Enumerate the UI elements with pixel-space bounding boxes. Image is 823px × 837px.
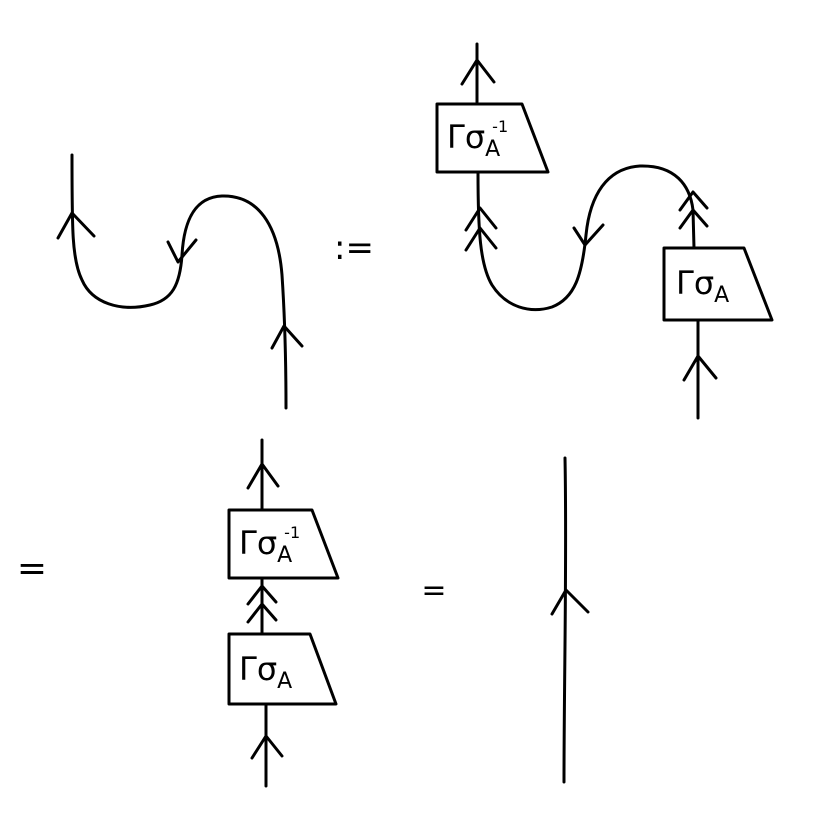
inverse-box: ΓσA-1 [227, 508, 340, 580]
gamma-symbol: Γ [239, 524, 257, 562]
equals-symbol: = [421, 573, 446, 608]
sigma-inverse-label: ΓσA-1 [447, 117, 508, 162]
definition-symbol: := [334, 228, 374, 268]
identity-strand [562, 456, 568, 784]
down-arrow-icon [166, 238, 198, 264]
up-arrow-icon [270, 324, 304, 350]
up-arrow-icon [56, 211, 96, 240]
up-arrow-icon [460, 58, 496, 86]
equals-symbol: = [17, 548, 47, 589]
up-arrow-icon [550, 588, 590, 616]
double-up-arrow-icon [246, 584, 278, 624]
gamma-symbol: Γ [239, 650, 257, 688]
up-arrow-icon [250, 734, 284, 760]
sigma-label: ΓσA [676, 264, 729, 308]
gamma-symbol: Γ [676, 264, 694, 302]
down-arrow-icon [572, 223, 605, 247]
gamma-symbol: Γ [447, 118, 465, 156]
inverse-box: ΓσA-1 [435, 102, 550, 174]
forward-box: ΓσA [662, 246, 774, 322]
identity-strand-diagram [550, 456, 590, 784]
double-up-arrow-icon [464, 206, 498, 252]
lhs-snake-diagram [56, 153, 304, 410]
composed-boxes-diagram: ΓσA-1 ΓσA [227, 438, 340, 788]
rhs-definition-diagram: ΓσA-1 ΓσA [435, 42, 774, 420]
snake-strand [476, 164, 696, 312]
up-arrow-icon [682, 354, 718, 382]
sigma-inverse-label: ΓσA-1 [239, 523, 300, 568]
sigma-label: ΓσA [239, 650, 292, 694]
double-up-arrow-icon [678, 190, 709, 230]
snake-strand [70, 153, 288, 410]
up-arrow-icon [246, 462, 280, 490]
forward-box: ΓσA [227, 632, 338, 706]
